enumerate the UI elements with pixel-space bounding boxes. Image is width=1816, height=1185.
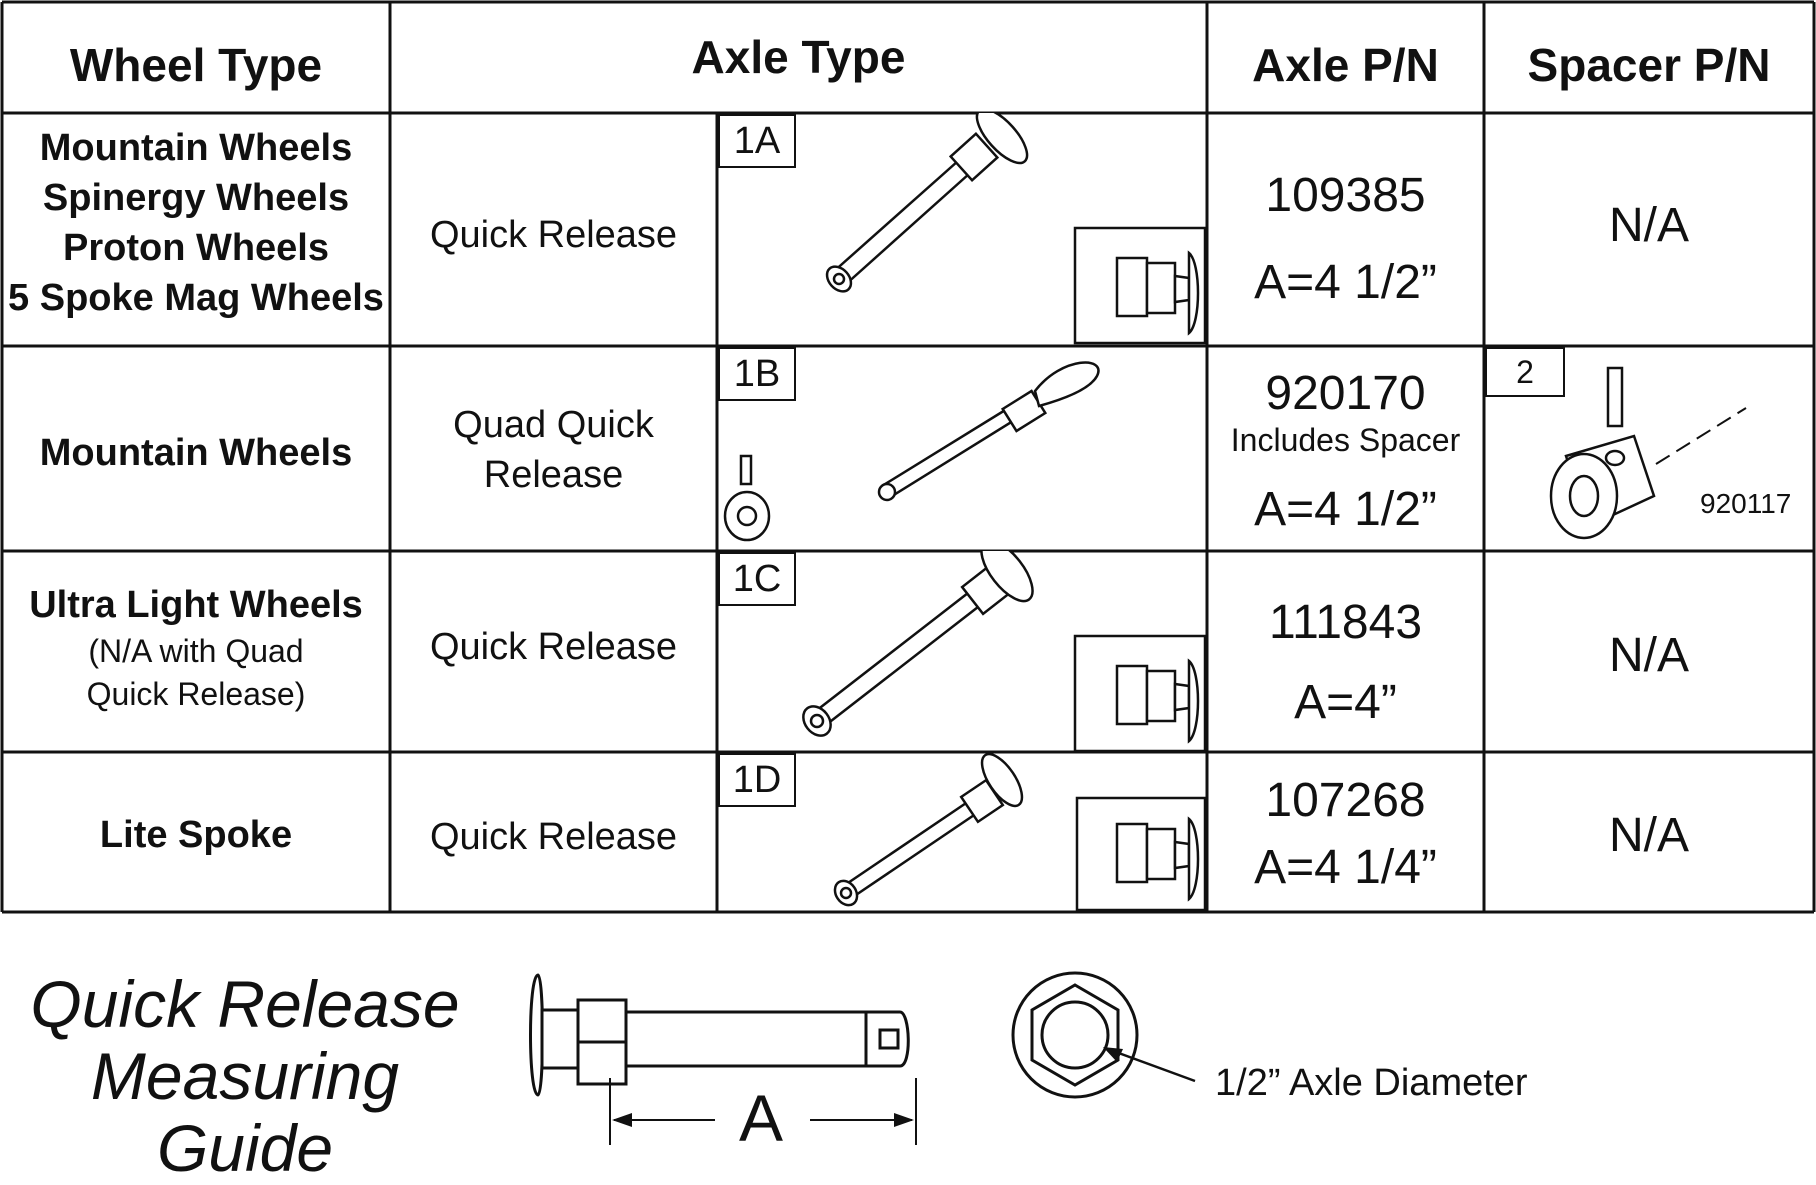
axle-side-view-diagram <box>529 973 917 1145</box>
spacer-illustration <box>1549 366 1747 540</box>
header-axle-pn: Axle P/N <box>1252 39 1439 91</box>
row-1b-axle-length: A=4 1/2” <box>1254 483 1437 536</box>
axle-end-view-diagram <box>1011 971 1196 1099</box>
wheel-type-note: Quick Release) <box>86 676 306 712</box>
row-1d-axle-length: A=4 1/4” <box>1254 841 1437 894</box>
row-1d-wheel-types: Lite Spoke <box>2 810 390 860</box>
header-spacer-pn: Spacer P/N <box>1527 39 1771 91</box>
measuring-guide-title: Quick Release Measuring Guide <box>0 968 490 1184</box>
row-1b-spacer-pn: 920117 <box>1700 488 1792 519</box>
row-1a-axle-length: A=4 1/2” <box>1254 256 1437 309</box>
axle-diameter-label: 1/2” Axle Diameter <box>1215 1062 1528 1104</box>
row-1b-tag: 1B <box>718 347 796 401</box>
row-1b-axle-type: Quad Quick Release <box>390 400 717 500</box>
axle-type-line: Release <box>483 454 624 496</box>
row-1a-wheel-types: Mountain Wheels Spinergy Wheels Proton W… <box>2 123 390 323</box>
row-1d-axle-pn: 107268 <box>1265 774 1426 827</box>
row-1b-spacer-tag: 2 <box>1485 347 1565 397</box>
row-1c-tag: 1C <box>718 552 796 606</box>
row-1a-axle-pn: 109385 <box>1265 169 1426 222</box>
wheel-type-name: Mountain Wheels <box>39 432 353 474</box>
header-axle-type: Axle Type <box>691 31 906 83</box>
guide-title-line: Quick Release <box>30 967 460 1041</box>
dimension-label-a: A <box>738 1081 784 1155</box>
axle-illustration-1a <box>825 113 1207 345</box>
row-1a-axle-type: Quick Release <box>429 214 678 256</box>
row-1c-spacer: N/A <box>1608 629 1689 682</box>
axle-illustration-1b <box>723 361 1100 542</box>
row-1d-spacer: N/A <box>1608 809 1689 862</box>
axle-type-line: Quad Quick <box>453 404 654 446</box>
wheel-type-name: Lite Spoke <box>99 814 293 856</box>
wheel-type-note: (N/A with Quad <box>88 633 304 669</box>
row-1d-axle-type: Quick Release <box>429 816 678 858</box>
row-1d-tag: 1D <box>718 753 796 807</box>
row-1c-axle-length: A=4” <box>1294 676 1397 729</box>
wheel-type-name: Proton Wheels <box>62 227 330 269</box>
row-1b-axle-pn: 920170 <box>1265 367 1426 420</box>
wheel-type-name: Mountain Wheels <box>39 127 353 169</box>
row-1b-axle-note: Includes Spacer <box>1230 422 1461 458</box>
guide-title-line: Measuring Guide <box>90 1039 400 1185</box>
wheel-type-name: Spinergy Wheels <box>42 177 350 219</box>
wheel-type-name: 5 Spoke Mag Wheels <box>8 277 384 319</box>
row-1c-wheel-types: Ultra Light Wheels (N/A with Quad Quick … <box>2 580 390 716</box>
row-1b-wheel-types: Mountain Wheels <box>2 428 390 478</box>
wheel-type-name: Ultra Light Wheels <box>29 584 363 626</box>
row-1a-spacer: N/A <box>1608 199 1689 252</box>
table-grid <box>0 0 1816 914</box>
header-wheel-type: Wheel Type <box>69 39 323 91</box>
row-1a-tag: 1A <box>718 114 796 168</box>
row-1c-axle-pn: 111843 <box>1268 596 1423 649</box>
axle-illustration-1d <box>833 752 1207 912</box>
row-1c-axle-type: Quick Release <box>429 626 678 668</box>
axle-illustration-1c <box>802 551 1207 752</box>
